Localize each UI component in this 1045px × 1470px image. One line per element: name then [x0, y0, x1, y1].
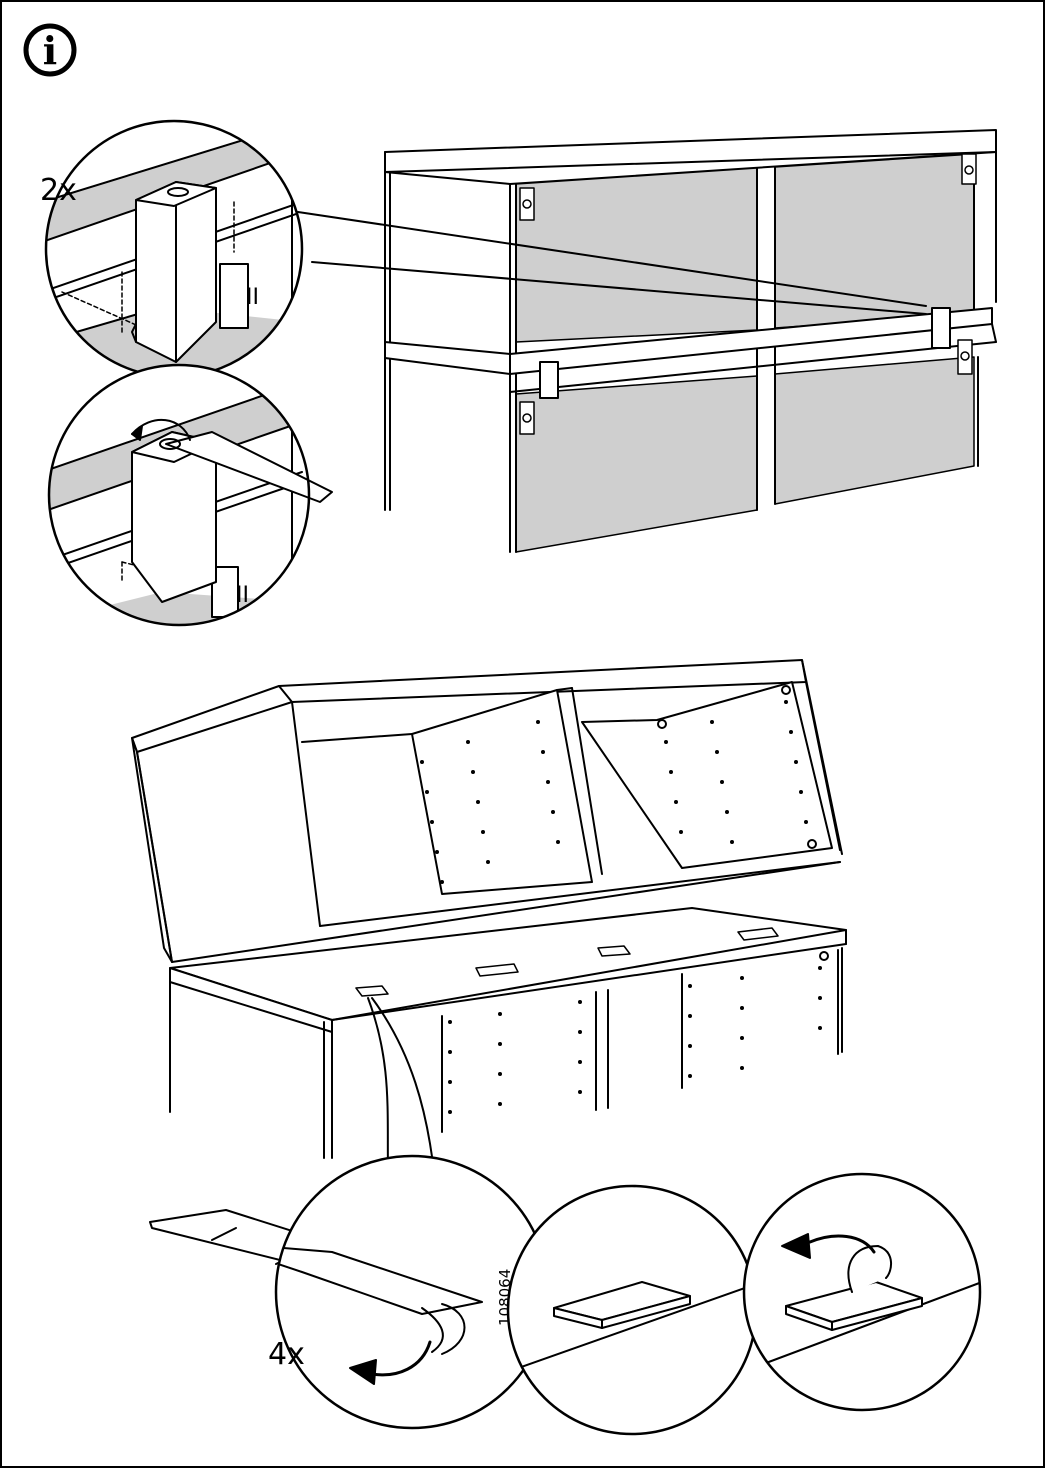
quantity-label-bottom: 4x [268, 1337, 305, 1372]
detail-circle-peel-backing: 4x 108064 [212, 1152, 552, 1442]
info-letter: i [43, 28, 57, 73]
top-cabinet [385, 130, 996, 552]
bottom-cabinet [132, 660, 846, 1158]
info-icon: i [26, 26, 74, 74]
quantity-label-top: 2x [40, 173, 77, 208]
zoom-callout-bottom [368, 998, 434, 1172]
detail-circle-peel-top [742, 1172, 982, 1422]
detail-circle-pad-placed [507, 1182, 762, 1442]
roman-mark-detail-2: II [236, 583, 249, 608]
roman-mark-detail-1: II [246, 285, 259, 310]
detail-circle-clip-removal: II [42, 362, 332, 632]
detail-circle-clip-placement: II 2x [40, 112, 312, 402]
